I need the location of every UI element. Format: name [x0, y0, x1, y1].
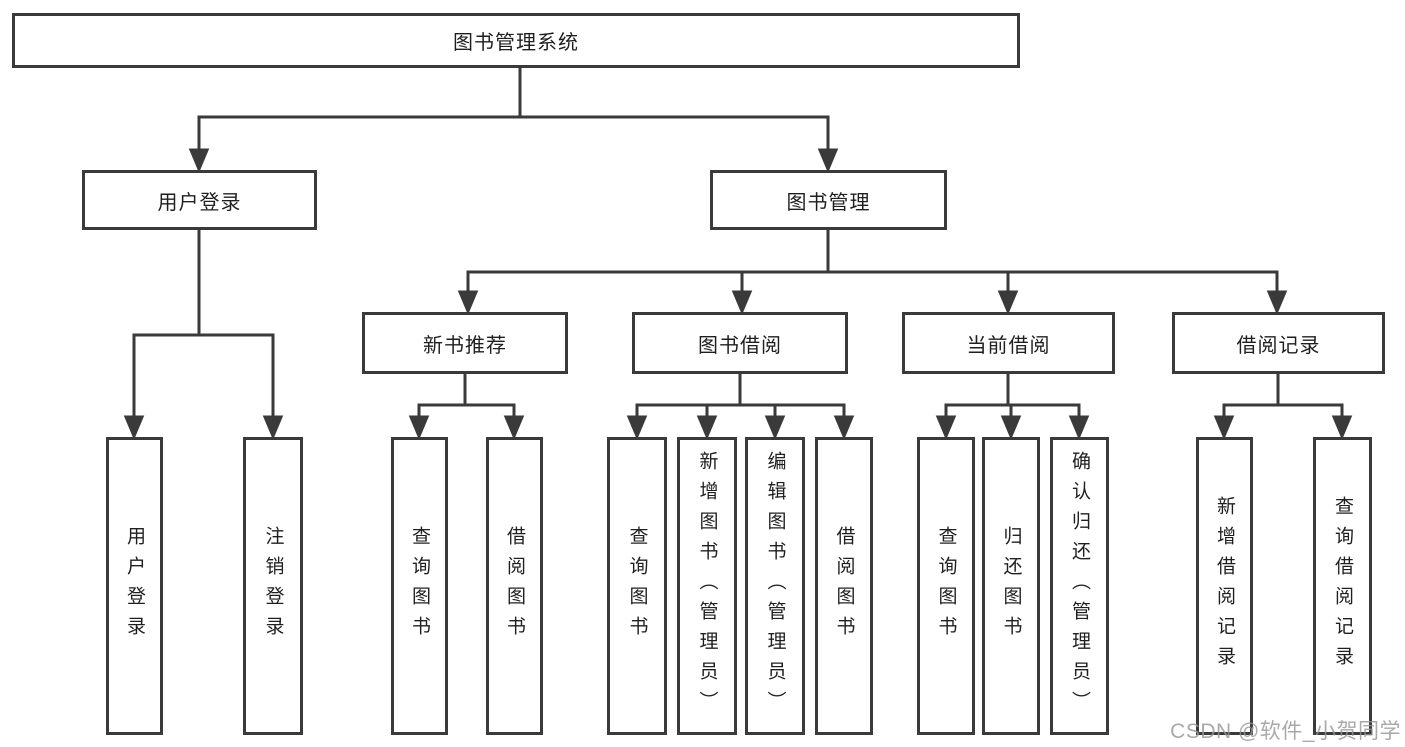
leaf-query-books-current: 查询图书: [917, 437, 975, 735]
node-label: 查询图书: [935, 526, 957, 646]
node-label: 借阅记录: [1236, 334, 1321, 357]
csdn-watermark: CSDN @软件_小贺同学: [1170, 720, 1401, 743]
leaf-user-login: 用户登录: [106, 437, 163, 735]
leaf-return-books: 归还图书: [982, 437, 1040, 735]
node-label: 用户登录: [157, 191, 242, 214]
node-label: 查询借阅记录: [1332, 496, 1353, 676]
leaf-edit-book-admin: 编辑图书（管理员）: [745, 437, 805, 735]
node-label: 确认归还（管理员）: [1069, 451, 1090, 721]
node-label: 新书推荐: [423, 334, 507, 357]
node-label: 归还图书: [1000, 526, 1022, 646]
leaf-logout: 注销登录: [243, 437, 303, 735]
node-label: 图书借阅: [698, 334, 782, 357]
leaf-add-book-admin: 新增图书（管理员）: [677, 437, 737, 735]
node-label: 查询图书: [409, 526, 430, 646]
node-label: 编辑图书（管理员）: [764, 451, 786, 721]
leaf-query-books-borrow: 查询图书: [607, 437, 667, 735]
leaf-confirm-return-admin: 确认归还（管理员）: [1050, 437, 1109, 735]
node-label: 新增图书（管理员）: [696, 451, 718, 721]
node-label: 注销登录: [262, 526, 284, 646]
leaf-query-books-recommend: 查询图书: [391, 437, 448, 735]
node-user-login: 用户登录: [82, 170, 317, 230]
leaf-borrow-books-recommend: 借阅图书: [486, 437, 543, 735]
node-label: 图书管理系统: [453, 32, 579, 54]
leaf-borrow-books-borrow: 借阅图书: [815, 437, 873, 735]
node-library-management-system: 图书管理系统: [12, 13, 1020, 68]
node-label: 新增借阅记录: [1214, 496, 1235, 676]
node-label: 当前借阅: [966, 334, 1051, 357]
node-label: 用户登录: [124, 526, 145, 646]
node-label: 借阅图书: [833, 526, 855, 646]
node-label: 借阅图书: [504, 526, 525, 646]
leaf-query-borrow-record: 查询借阅记录: [1313, 437, 1372, 735]
node-book-borrowing: 图书借阅: [632, 312, 848, 374]
node-new-book-recommendation: 新书推荐: [362, 312, 568, 374]
node-borrowing-records: 借阅记录: [1172, 312, 1385, 374]
node-current-borrowing: 当前借阅: [902, 312, 1115, 374]
leaf-add-borrow-record: 新增借阅记录: [1196, 437, 1253, 735]
node-label: 图书管理: [786, 191, 871, 214]
node-label: 查询图书: [626, 526, 648, 646]
node-book-management: 图书管理: [710, 170, 947, 230]
